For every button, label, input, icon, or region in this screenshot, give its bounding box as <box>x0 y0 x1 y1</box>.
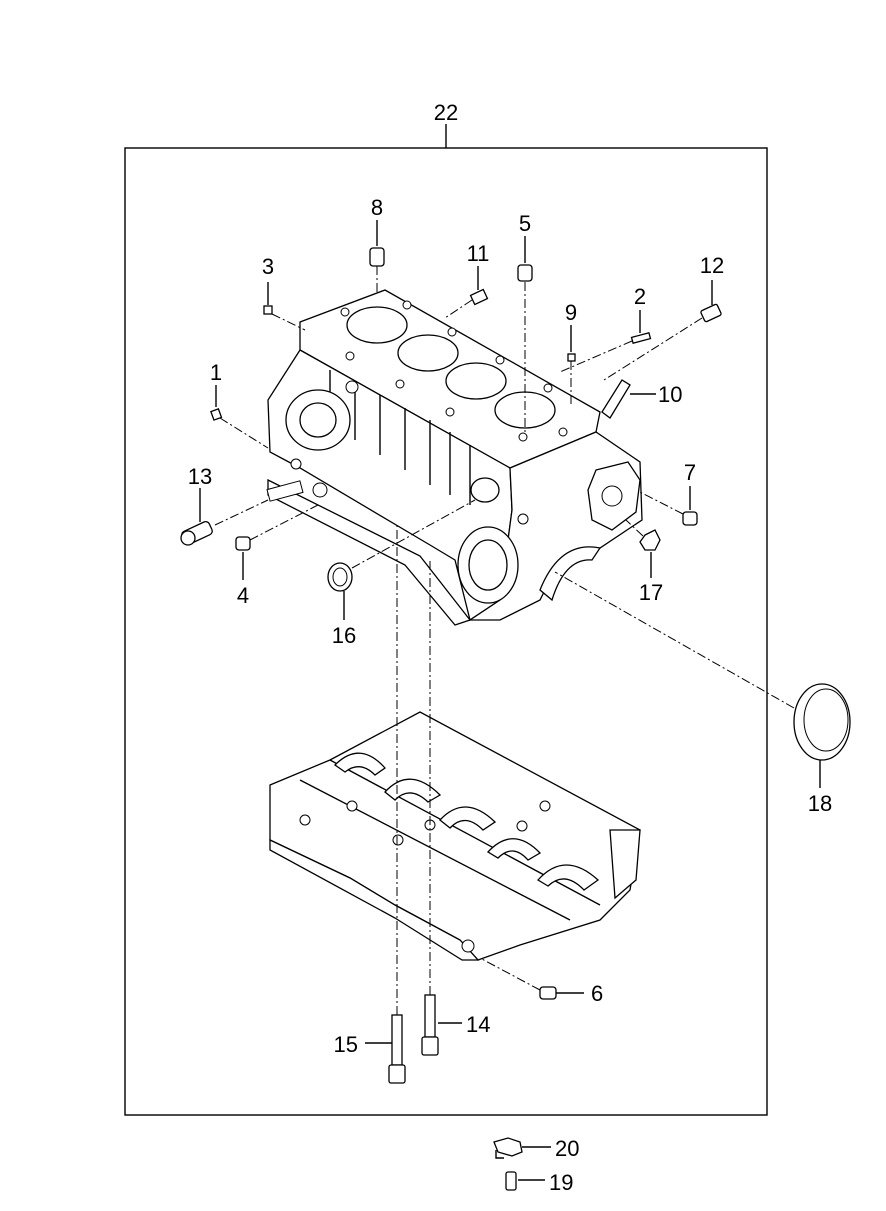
label-2: 2 <box>634 284 646 309</box>
part-10-pipe: 10 <box>601 379 682 419</box>
label-15: 15 <box>334 1032 358 1057</box>
label-1: 1 <box>210 360 222 385</box>
part-20-bracket: 20 <box>493 1136 579 1161</box>
part-2-pin: 2 <box>559 284 652 373</box>
label-8: 8 <box>371 195 383 220</box>
label-20: 20 <box>555 1136 579 1161</box>
label-4: 4 <box>237 583 249 608</box>
label-12: 12 <box>700 253 724 278</box>
label-13: 13 <box>188 464 212 489</box>
label-3: 3 <box>262 254 274 279</box>
part-8-dowel: 8 <box>369 195 385 295</box>
part-6-dowel: 6 <box>479 957 603 1006</box>
part-19-bolt: 19 <box>505 1170 573 1195</box>
assembly-frame <box>124 147 768 1116</box>
part-5-dowel: 5 <box>517 211 533 435</box>
part-12-sensor: 12 <box>603 253 724 381</box>
part-11-plug: 11 <box>444 241 490 319</box>
label-9: 9 <box>565 300 577 325</box>
part-14-bolt: 14 <box>421 560 490 1056</box>
label-16: 16 <box>332 623 356 648</box>
label-5: 5 <box>519 211 531 236</box>
part-3-plug: 3 <box>262 254 306 331</box>
label-7: 7 <box>684 460 696 485</box>
part-4-dowel: 4 <box>235 504 319 608</box>
part-9-plug: 9 <box>565 300 577 405</box>
label-10: 10 <box>658 382 682 407</box>
part-13-sensor: 13 <box>180 464 269 546</box>
upper-cylinder-block <box>266 289 643 626</box>
part-17-nut: 17 <box>625 519 663 605</box>
lower-crankcase <box>269 711 641 961</box>
part-1-plug: 1 <box>210 360 269 449</box>
label-18: 18 <box>808 791 832 816</box>
label-14: 14 <box>466 1012 490 1037</box>
label-17: 17 <box>639 580 663 605</box>
label-11: 11 <box>467 241 490 266</box>
label-6: 6 <box>591 981 603 1006</box>
part-16-seal: 16 <box>327 499 476 648</box>
part-18-oil-seal: 18 <box>554 571 851 816</box>
label-22: 22 <box>434 100 458 125</box>
part-7-dowel: 7 <box>639 460 698 526</box>
label-19: 19 <box>549 1170 573 1195</box>
part-15-bolt: 15 <box>334 525 406 1084</box>
